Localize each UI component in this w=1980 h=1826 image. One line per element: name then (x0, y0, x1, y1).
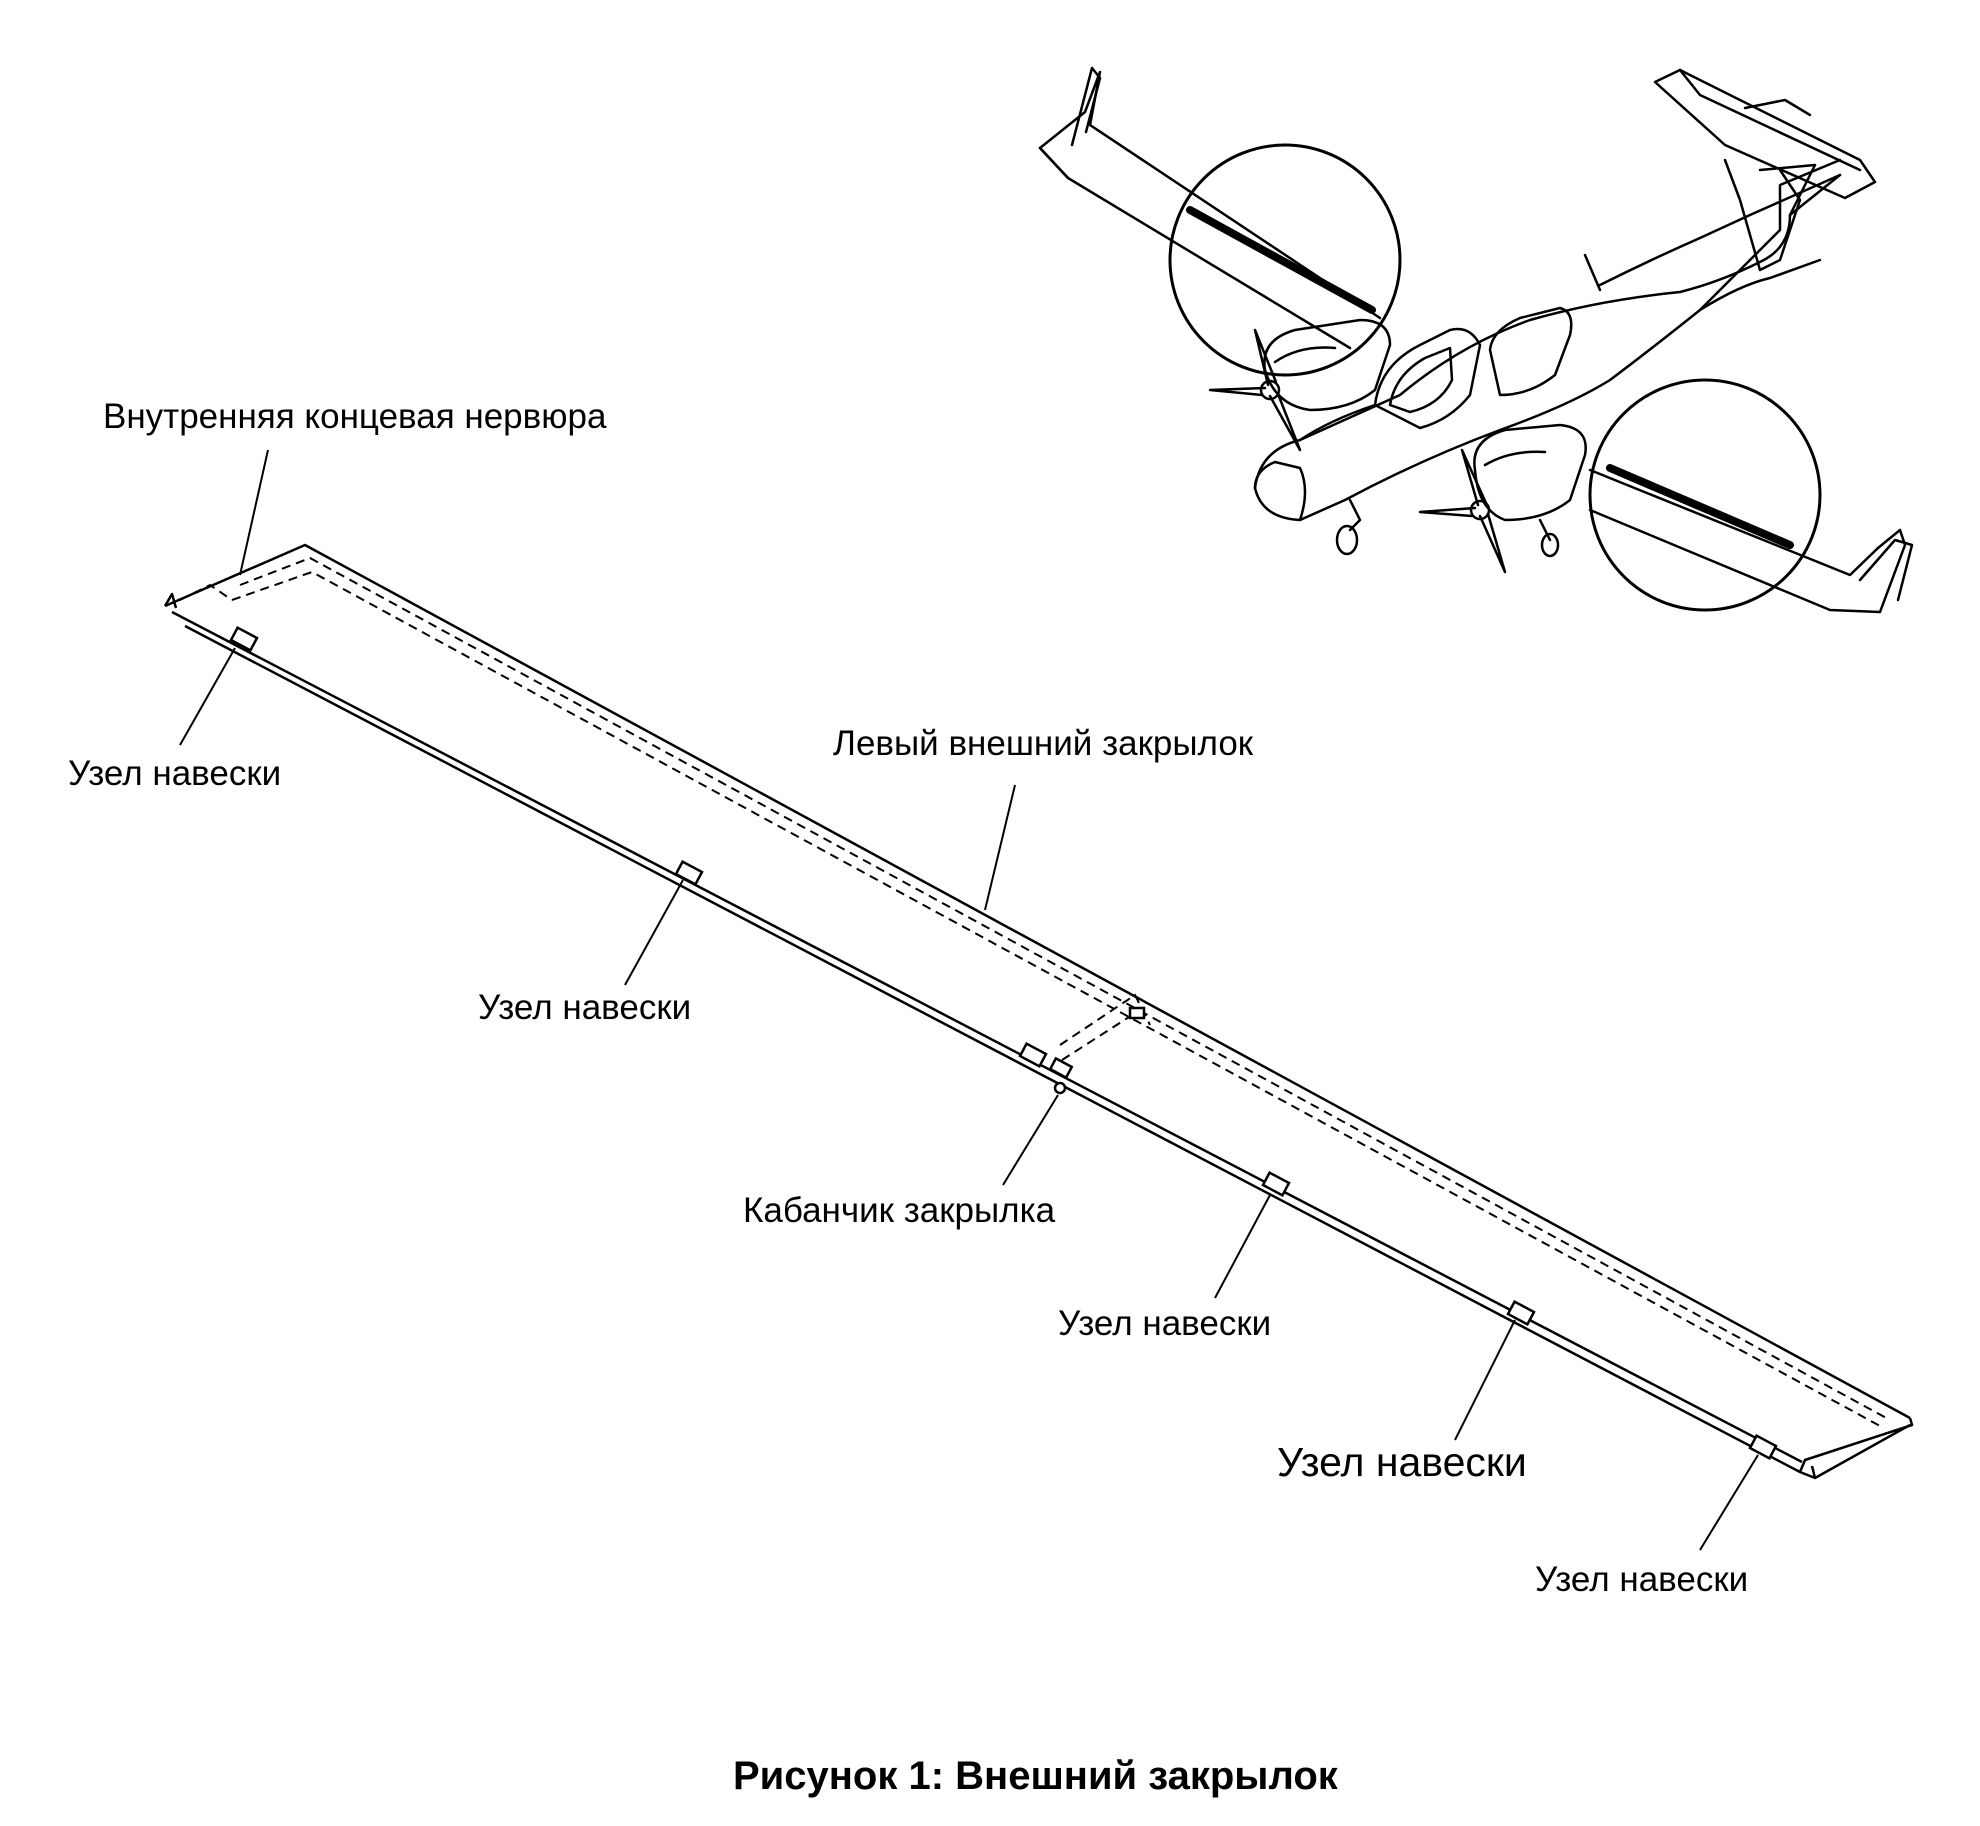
leader-hinge-5 (1699, 1454, 1759, 1551)
leader-inner-rib (239, 449, 269, 576)
leader-hinge-1 (179, 647, 236, 746)
aircraft-sketch (1038, 66, 1914, 614)
flap-outline (163, 543, 1914, 1480)
label-hinge-3: Узел навески (1058, 1304, 1272, 1343)
label-inner-end-rib: Внутренняя концевая нервюра (103, 397, 607, 436)
label-hinge-2: Узел навески (478, 988, 692, 1027)
leader-left-outer-flap (984, 784, 1016, 911)
leader-hinge-2 (624, 879, 684, 986)
figure-caption: Рисунок 1: Внешний закрылок (733, 1754, 1338, 1798)
label-hinge-4: Узел навески (1277, 1439, 1527, 1485)
leader-flap-horn (1002, 1094, 1059, 1186)
leader-lines (179, 449, 1759, 1551)
label-flap-horn: Кабанчик закрылка (743, 1191, 1056, 1230)
label-left-outer-flap: Левый внешний закрылок (833, 724, 1254, 763)
hinge-fittings (229, 625, 1778, 1461)
leader-hinge-3 (1214, 1194, 1271, 1299)
leader-hinge-4 (1454, 1319, 1516, 1441)
label-hinge-5: Узел навески (1535, 1560, 1749, 1599)
label-hinge-1: Узел навески (68, 754, 282, 793)
flap-internal-structure (179, 556, 1891, 1427)
